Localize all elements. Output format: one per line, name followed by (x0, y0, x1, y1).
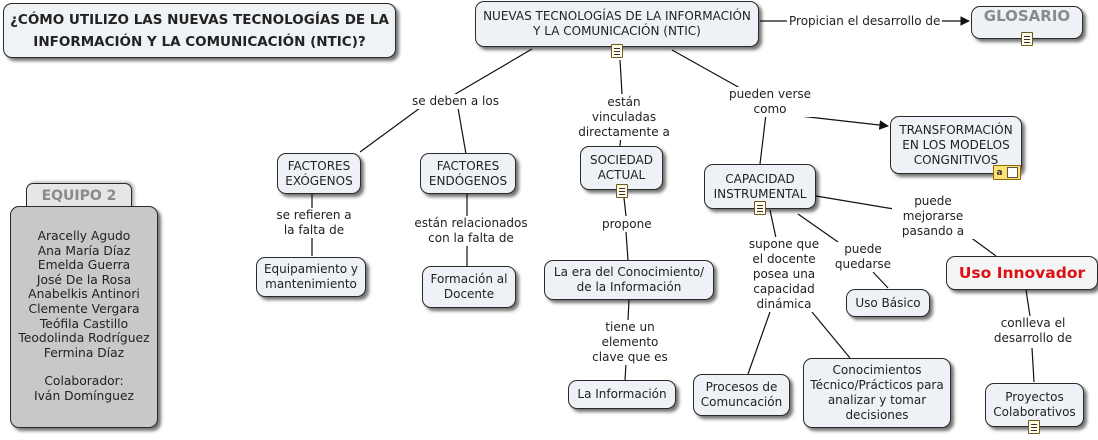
link-pueden-capacidad (759, 113, 767, 165)
team-member: Aracelly Agudo (37, 229, 131, 243)
node-era-conocimiento[interactable]: La era del Conocimiento/ de la Informaci… (544, 260, 714, 300)
team-tab: EQUIPO 2 (26, 183, 132, 209)
team-member: Fermina Díaz (43, 345, 125, 360)
note-icon[interactable] (754, 201, 766, 215)
team-member: Anabelkis Antinori (28, 287, 140, 302)
node-formacion-docente[interactable]: Formación al Docente (422, 266, 516, 308)
collaborator-label: Colaborador: (44, 374, 124, 389)
team-member: Clemente Vergara (28, 301, 140, 316)
phrase-se-refieren: se refieren a la falta de (272, 208, 356, 238)
team-card: Aracelly Agudo Ana María Díaz Emelda Gue… (10, 206, 158, 428)
note-icon[interactable] (611, 44, 623, 58)
phrase-propician: Propician el desarrollo de (787, 14, 943, 29)
link-quedarse-basico (872, 271, 889, 289)
phrase-supone: supone que el docente posea una capacida… (745, 237, 823, 312)
link-propone-era (625, 231, 629, 261)
link-sociedad-propone (623, 197, 627, 217)
phrase-se-deben: se deben a los (410, 94, 501, 109)
phrase-puede-mejorarse: puede mejorarse pasando a (892, 194, 974, 239)
node-factores-exogenos[interactable]: FACTORES EXÓGENOS (277, 153, 361, 194)
phrase-vinculadas: están vinculadas directamente a (572, 95, 676, 140)
node-proyectos[interactable]: Proyectos Colaborativos (985, 383, 1084, 427)
node-ntic[interactable]: NUEVAS TECNOLOGÍAS DE LA INFORMACIÓN Y L… (475, 1, 759, 47)
resource-icon[interactable]: a (993, 165, 1021, 180)
phrase-propone: propone (600, 217, 654, 232)
node-transformacion[interactable]: TRANSFORMACIÓN EN LOS MODELOS CONGNITIVO… (890, 116, 1022, 174)
node-uso-innovador[interactable]: Uso Innovador (946, 256, 1098, 290)
link-ntic-pueden (671, 49, 741, 89)
collaborator-name: Iván Domínguez (34, 388, 134, 403)
team-member: Emelda Guerra (37, 258, 131, 273)
note-icon[interactable] (616, 184, 628, 198)
link-ntic-sedeben (451, 48, 533, 97)
node-factores-endogenos[interactable]: FACTORES ENDÓGENOS (420, 153, 516, 194)
team-member: Ana María Díaz (37, 243, 131, 258)
phrase-conlleva: conlleva el desarrollo de (980, 316, 1086, 346)
team-member: Teodolinda Rodríguez (18, 331, 150, 346)
link-innovador-conlleva (1025, 289, 1031, 317)
node-la-informacion[interactable]: La Información (568, 380, 676, 409)
node-sociedad-actual[interactable]: SOCIEDAD ACTUAL (580, 146, 663, 190)
phrase-puede-quedarse: puede quedarse (830, 242, 896, 272)
phrase-pueden-verse: pueden verse como (724, 87, 816, 117)
link-supone-procesos (747, 311, 771, 375)
link-sedeben-endogenos (457, 107, 467, 155)
node-equipamiento[interactable]: Equipamiento y mantenimiento (256, 257, 366, 297)
node-conocimientos[interactable]: Conocimientos Técnico/Prácticos para ana… (803, 358, 951, 428)
link-era-tieneun (627, 299, 630, 321)
team-member: José De la Rosa (36, 272, 132, 287)
link-conlleva-proyectos (1031, 347, 1035, 383)
node-procesos[interactable]: Procesos de Comuncación (693, 374, 790, 416)
phrase-tiene-un: tiene un elemento clave que es (588, 320, 672, 365)
link-ntic-vinculadas (619, 59, 623, 95)
note-icon[interactable] (1028, 420, 1040, 434)
link-supone-conocimientos (811, 311, 851, 359)
phrase-relacionados: están relacionados con la falta de (410, 216, 532, 246)
team-member: Teófila Castillo (39, 316, 129, 331)
node-uso-basico[interactable]: Uso Básico (846, 289, 930, 317)
map-title: ¿CÓMO UTILIZO LAS NUEVAS TECNOLOGÍAS DE … (3, 3, 396, 58)
link-capacidad-mejorarse (815, 195, 901, 211)
link-capacidad-supone (769, 209, 777, 239)
note-icon[interactable] (1021, 32, 1033, 46)
link-capacidad-quedarse (797, 213, 839, 243)
link-sedeben-exogenos (359, 107, 421, 153)
link-tieneun-informacion (624, 363, 627, 381)
